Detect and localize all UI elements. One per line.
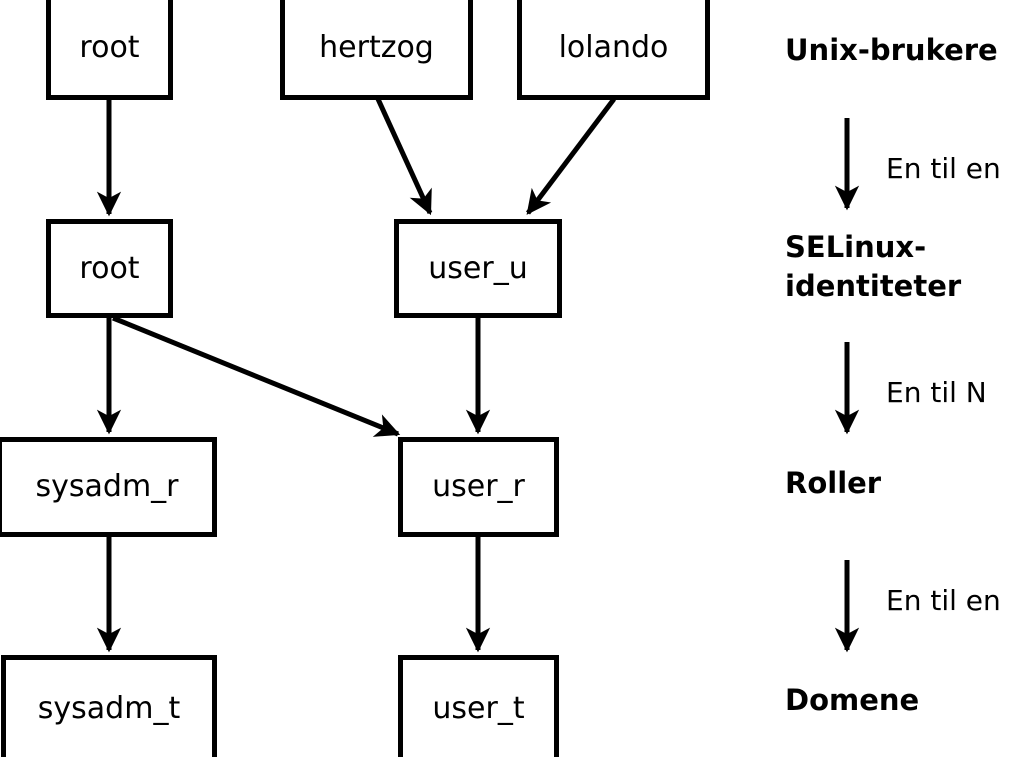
node-role-user-r[interactable]: user_r bbox=[398, 437, 559, 537]
legend-relation-2-label: En til N bbox=[886, 376, 987, 409]
legend-level-unix-brukere-line1: Unix-brukere bbox=[785, 33, 998, 67]
legend-level-unix-brukere: Unix-brukere bbox=[785, 31, 998, 70]
legend-level-selinux-identiteter-line1: SELinux- bbox=[785, 230, 927, 264]
edge-lolando-to-user-u bbox=[526, 97, 616, 215]
node-domain-sysadm-t[interactable]: sysadm_t bbox=[1, 655, 217, 757]
node-unix-lolando-label: lolando bbox=[558, 29, 669, 65]
node-role-sysadm-r-label: sysadm_r bbox=[35, 469, 179, 504]
node-ident-user-u[interactable]: user_u bbox=[394, 219, 562, 318]
node-domain-user-t[interactable]: user_t bbox=[398, 655, 559, 757]
node-ident-user-u-label: user_u bbox=[428, 250, 528, 286]
node-unix-root[interactable]: root bbox=[46, 0, 173, 100]
legend-level-selinux-identiteter-line2: identiteter bbox=[785, 269, 962, 303]
edge-hertzog-to-user-u bbox=[375, 97, 433, 216]
node-ident-root-label: root bbox=[79, 250, 140, 286]
legend-level-selinux-identiteter: SELinux- identiteter bbox=[785, 228, 961, 306]
node-ident-root[interactable]: root bbox=[46, 219, 173, 318]
node-unix-hertzog[interactable]: hertzog bbox=[280, 0, 473, 100]
legend-level-roller-line1: Roller bbox=[785, 466, 882, 500]
node-unix-lolando[interactable]: lolando bbox=[517, 0, 710, 100]
legend-relation-3-label: En til en bbox=[886, 584, 1001, 617]
edge-ident-root-to-user-r bbox=[112, 315, 401, 437]
node-unix-hertzog-label: hertzog bbox=[319, 29, 434, 65]
node-domain-sysadm-t-label: sysadm_t bbox=[37, 690, 181, 726]
legend-level-domene: Domene bbox=[785, 681, 919, 720]
legend-level-domene-line1: Domene bbox=[785, 683, 920, 717]
node-role-user-r-label: user_r bbox=[432, 469, 525, 504]
node-role-sysadm-r[interactable]: sysadm_r bbox=[0, 437, 217, 537]
node-domain-user-t-label: user_t bbox=[432, 690, 525, 726]
legend-relation-1-label: En til en bbox=[886, 152, 1001, 185]
legend-level-roller: Roller bbox=[785, 464, 881, 503]
node-unix-root-label: root bbox=[79, 29, 140, 65]
